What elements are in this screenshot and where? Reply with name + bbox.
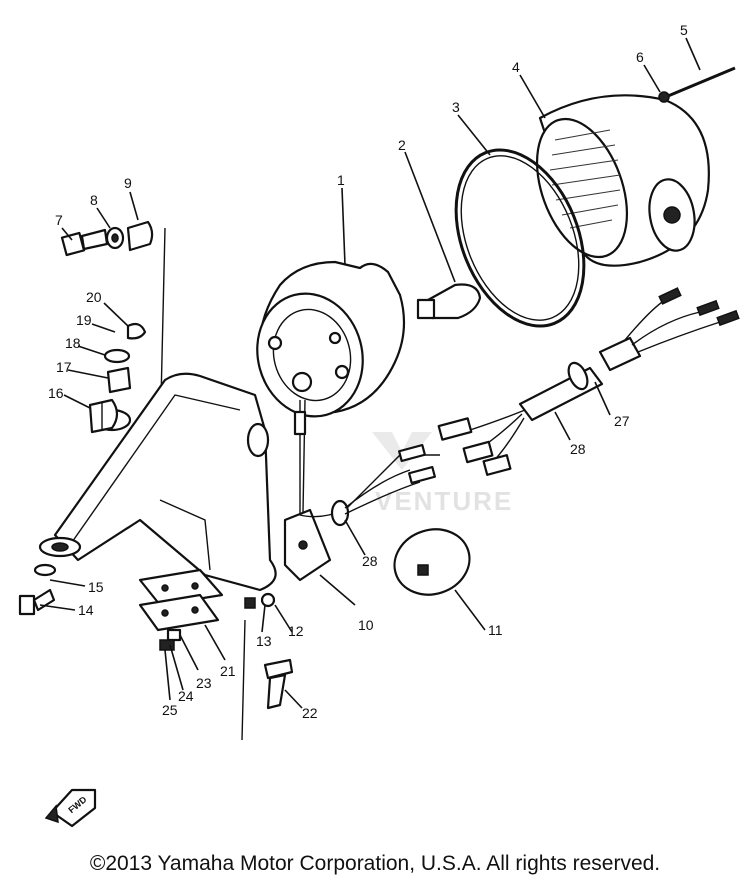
label-21: 21 xyxy=(220,663,236,679)
label-4: 4 xyxy=(512,59,520,75)
label-18: 18 xyxy=(65,335,81,351)
screw-and-washer xyxy=(658,66,736,103)
label-22: 22 xyxy=(302,705,318,721)
label-20: 20 xyxy=(86,289,102,305)
label-7: 7 xyxy=(55,212,63,228)
leader-lines xyxy=(39,37,701,709)
headlight-housing xyxy=(535,94,710,267)
label-28a: 28 xyxy=(570,441,586,457)
grommet-set xyxy=(88,322,147,434)
label-17: 17 xyxy=(56,359,72,375)
wire-harness xyxy=(293,287,740,527)
label-16: 16 xyxy=(48,385,64,401)
label-19: 19 xyxy=(76,312,92,328)
label-24: 24 xyxy=(178,688,194,704)
headlight-body xyxy=(256,260,406,418)
label-28b: 28 xyxy=(362,553,378,569)
part-number-labels: 1 2 3 4 5 6 7 8 9 10 11 12 13 14 15 16 1… xyxy=(48,22,688,721)
screw-22 xyxy=(263,658,294,710)
headlight-bracket xyxy=(38,372,332,592)
label-10: 10 xyxy=(358,617,374,633)
plate-bracket xyxy=(138,568,224,651)
label-14: 14 xyxy=(78,602,94,618)
bulb xyxy=(416,283,482,320)
label-6: 6 xyxy=(636,49,644,65)
label-8: 8 xyxy=(90,192,98,208)
label-3: 3 xyxy=(452,99,460,115)
label-13: 13 xyxy=(256,633,272,649)
label-2: 2 xyxy=(398,137,406,153)
cap-11 xyxy=(393,528,471,596)
rim-ring xyxy=(454,148,586,328)
label-27: 27 xyxy=(614,413,630,429)
label-11: 11 xyxy=(488,622,503,638)
label-23: 23 xyxy=(196,675,212,691)
label-9: 9 xyxy=(124,175,132,191)
label-25: 25 xyxy=(162,702,178,718)
label-5: 5 xyxy=(680,22,688,38)
bolt-assembly xyxy=(60,220,154,257)
nut-washer xyxy=(244,592,276,609)
fwd-direction-marker: FWD xyxy=(44,788,97,828)
label-12: 12 xyxy=(288,623,304,639)
label-15: 15 xyxy=(88,579,104,595)
lower-bolt xyxy=(18,563,57,616)
copyright-notice: ©2013 Yamaha Motor Corporation, U.S.A. A… xyxy=(89,852,661,875)
label-1: 1 xyxy=(337,172,345,188)
